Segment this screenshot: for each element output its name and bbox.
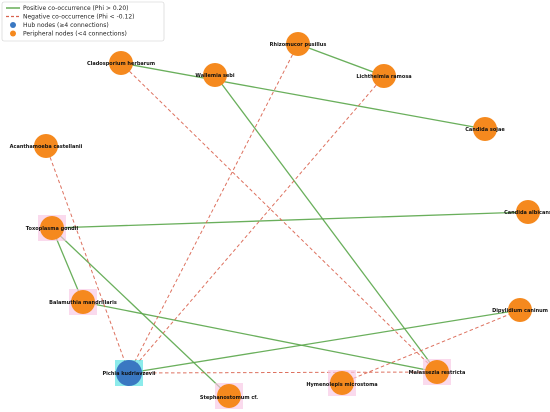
node-circle-candida_sojae [473,117,497,141]
node-circle-toxoplasma [40,216,64,240]
node-dipylidium [508,298,532,322]
node-label-wallemia: Wallemia sebi [195,73,235,79]
node-label-candida_sojae: Candida sojae [465,127,505,133]
node-candida_albicans [516,200,540,224]
node-acanthamoeba [34,134,58,158]
edge-negative-hymenolepis-dipylidium [341,309,521,384]
node-label-candida_albicans: Candida albicans [504,210,550,216]
edge-positive-pichia-dipylidium [128,309,521,374]
node-circle-wallemia [203,63,227,87]
node-circle-malassezia [425,360,449,384]
node-stephanostomum [215,383,243,409]
edge-positive-cladosporium-candida_sojae [120,62,486,130]
node-circle-stephanostomum [217,384,241,408]
node-label-rhizomucor: Rhizomucor pusillus [270,42,327,48]
node-circle-acanthamoeba [34,134,58,158]
node-circle-pichia [116,360,142,386]
node-candida_sojae [473,117,497,141]
node-layer [34,32,540,409]
legend-positive-label: Positive co-occurrence (Phi > 0.20) [23,5,129,12]
edge-positive-toxoplasma-stephanostomum [51,227,230,397]
node-label-acanthamoeba: Acanthamoeba castellanii [10,144,83,150]
node-cladosporium [109,51,133,75]
node-hymenolepis [328,370,356,396]
node-label-stephanostomum: Stephanostomum cf. [200,395,258,401]
edge-negative-acanthamoeba-pichia [45,145,130,374]
edge-layer [45,43,529,397]
node-rhizomucor [286,32,310,56]
legend-peripheral-swatch [10,30,16,37]
node-label-dipylidium: Dipylidium caninum [492,308,548,314]
edge-positive-balamuthia-malassezia [82,301,438,373]
edge-negative-pichia-malassezia [128,371,438,374]
node-wallemia [203,63,227,87]
node-circle-lichtheimia [372,64,396,88]
legend-hub-label: Hub nodes (≥4 connections) [23,22,109,29]
node-circle-cladosporium [109,51,133,75]
node-label-cladosporium: Cladosporium herbarum [87,61,155,67]
node-label-pichia: Pichia kudriavzevii [103,371,156,377]
legend: Positive co-occurrence (Phi > 0.20) Nega… [1,1,165,42]
legend-hub-swatch [10,22,16,28]
node-label-balamuthia: Balamuthia mandrillaris [49,300,117,306]
node-malassezia [423,359,451,385]
node-label-lichtheimia: Lichtheimia ramosa [356,74,411,80]
node-circle-dipylidium [508,298,532,322]
edge-positive-toxoplasma-candida_albicans [51,211,529,229]
node-pichia [115,360,143,386]
node-balamuthia [69,289,97,315]
edge-negative-cladosporium-malassezia [120,62,438,373]
node-circle-candida_albicans [516,200,540,224]
node-label-toxoplasma: Toxoplasma gondii [26,226,79,232]
node-circle-hymenolepis [330,371,354,395]
node-circle-balamuthia [71,290,95,314]
edge-positive-rhizomucor-lichtheimia [297,43,385,77]
node-label-malassezia: Malassezia restricta [409,370,466,376]
node-label-hymenolepis: Hymenolepis microstoma [306,382,377,388]
edge-positive-wallemia-malassezia [214,74,438,373]
legend-peripheral-label: Peripheral nodes (<4 connections) [23,31,127,38]
edge-negative-lichtheimia-pichia [128,75,385,374]
node-lichtheimia [372,64,396,88]
node-circle-rhizomucor [286,32,310,56]
node-toxoplasma [38,215,66,241]
legend-negative-label: Negative co-occurrence (Phi < -0.12) [23,14,135,21]
legend-box [1,1,165,42]
edge-negative-rhizomucor-pichia [128,43,299,374]
